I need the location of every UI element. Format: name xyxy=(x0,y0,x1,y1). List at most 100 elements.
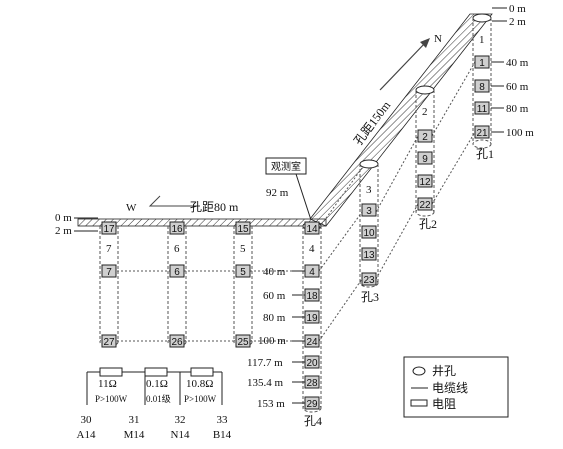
electrode-label: 24 xyxy=(306,337,318,348)
electrode-15: 15 xyxy=(235,221,251,235)
electrode-label: 21 xyxy=(476,128,488,139)
terminal-30-name: A14 xyxy=(77,429,96,441)
resistor-1-note: P>100W xyxy=(95,394,128,404)
electrode-21: 21 xyxy=(474,125,490,139)
depth-40m-right: 40 m xyxy=(506,57,529,69)
electrode-3: 3 xyxy=(361,203,377,217)
electrode-label: 25 xyxy=(237,337,249,348)
hole-number-3: 3 xyxy=(366,184,372,196)
electrode-20: 20 xyxy=(304,355,320,369)
electrode-11: 11 xyxy=(474,101,490,115)
electrode-label: 15 xyxy=(237,224,249,235)
electrode-label: 4 xyxy=(309,267,315,278)
observation-room-label: 观测室 xyxy=(271,160,301,173)
legend-well-label: 井孔 xyxy=(432,364,456,378)
hole-label-2: 孔2 xyxy=(419,217,437,231)
terminal-32-num: 32 xyxy=(175,414,186,426)
depth-40m-hole4: 40 m xyxy=(263,266,286,278)
electrode-label: 19 xyxy=(306,313,318,324)
electrode-4: 4 xyxy=(304,264,320,278)
resistor-1-value: 11Ω xyxy=(98,378,117,390)
hole-number-4: 4 xyxy=(309,243,315,255)
legend-cable-label: 电缆线 xyxy=(432,381,468,395)
west-arrow xyxy=(148,195,200,207)
depth-0m-right: 0 m xyxy=(509,3,526,15)
depth-2m-left: 2 m xyxy=(55,225,72,237)
electrode-label: 10 xyxy=(363,228,375,239)
electrode-19: 19 xyxy=(304,310,320,324)
electrode-label: 17 xyxy=(103,224,115,235)
terminal-31-num: 31 xyxy=(129,414,140,426)
depth-60m-right: 60 m xyxy=(506,81,529,93)
electrode-5: 5 xyxy=(235,264,251,278)
hole-number-7: 7 xyxy=(106,243,112,255)
electrode-label: 29 xyxy=(306,399,318,410)
electrode-17: 17 xyxy=(101,221,117,235)
electrode-label: 5 xyxy=(240,267,246,278)
terminal-32-name: N14 xyxy=(171,429,190,441)
electrode-label: 28 xyxy=(306,378,318,389)
electrode-2: 2 xyxy=(417,129,433,143)
electrode-label: 14 xyxy=(306,224,318,235)
electrode-label: 27 xyxy=(103,337,115,348)
electrode-label: 13 xyxy=(363,250,375,261)
depth-60m-hole4: 60 m xyxy=(263,290,286,302)
electrode-18: 18 xyxy=(304,288,320,302)
electrode-13: 13 xyxy=(361,247,377,261)
electrode-23: 23 xyxy=(361,272,377,286)
electrode-10: 10 xyxy=(361,225,377,239)
depth-153m-hole4: 153 m xyxy=(257,398,285,410)
west-spacing-label: 孔距80 m xyxy=(190,200,239,214)
terminal-30-num: 30 xyxy=(81,414,93,426)
depth-100m-right: 100 m xyxy=(506,127,534,139)
electrode-label: 3 xyxy=(366,206,372,217)
electrode-28: 28 xyxy=(304,375,320,389)
legend: 井孔 电缆线 电阻 xyxy=(403,356,509,418)
hole-label-1: 孔1 xyxy=(476,147,494,161)
borehole-3 xyxy=(359,159,379,288)
hole-label-4: 孔4 xyxy=(304,414,322,428)
electrode-14: 14 xyxy=(304,221,320,235)
terminal-31-name: M14 xyxy=(124,429,145,441)
depth-135m-hole4: 135.4 m xyxy=(247,377,284,389)
electrode-8: 8 xyxy=(474,79,490,93)
electrode-6: 6 xyxy=(169,264,185,278)
legend-resistor-label: 电阻 xyxy=(432,397,456,411)
west-label: W xyxy=(126,202,137,214)
hole-number-1: 1 xyxy=(479,34,485,46)
electrode-29: 29 xyxy=(304,396,320,410)
electrode-label: 7 xyxy=(106,267,112,278)
electrode-label: 12 xyxy=(419,177,431,188)
north-label: N xyxy=(434,33,442,45)
resistor-3-value: 10.8Ω xyxy=(186,378,213,390)
well-legend-icon xyxy=(412,366,426,376)
electrode-label: 20 xyxy=(306,358,318,369)
electrode-label: 6 xyxy=(174,267,180,278)
electrode-label: 2 xyxy=(422,132,428,143)
depth-2m-right: 2 m xyxy=(509,16,526,28)
electrode-label: 9 xyxy=(422,154,428,165)
electrode-12: 12 xyxy=(417,174,433,188)
electrode-26: 26 xyxy=(169,334,185,348)
electrode-label: 23 xyxy=(363,275,375,286)
ground-surface-north xyxy=(309,13,493,227)
electrode-22: 22 xyxy=(417,197,433,211)
terminal-33-name: B14 xyxy=(213,429,232,441)
electrode-25: 25 xyxy=(235,334,251,348)
electrode-label: 16 xyxy=(171,224,183,235)
hole-number-6: 6 xyxy=(174,243,180,255)
depth-100m-hole4: 100 m xyxy=(258,335,286,347)
electrode-group: 1811212912223101323144181924202829155251… xyxy=(101,55,490,410)
electrode-7: 7 xyxy=(101,264,117,278)
depth-92m: 92 m xyxy=(266,187,289,199)
depth-80m-hole4: 80 m xyxy=(263,312,286,324)
connection-lines xyxy=(117,61,476,342)
electrode-24: 24 xyxy=(304,334,320,348)
depth-0m-left: 0 m xyxy=(55,212,72,224)
hole-number-5: 5 xyxy=(240,243,246,255)
electrode-label: 8 xyxy=(479,82,485,93)
electrode-label: 18 xyxy=(306,291,318,302)
borehole-1 xyxy=(472,13,492,149)
resistor-circuit xyxy=(86,367,223,405)
